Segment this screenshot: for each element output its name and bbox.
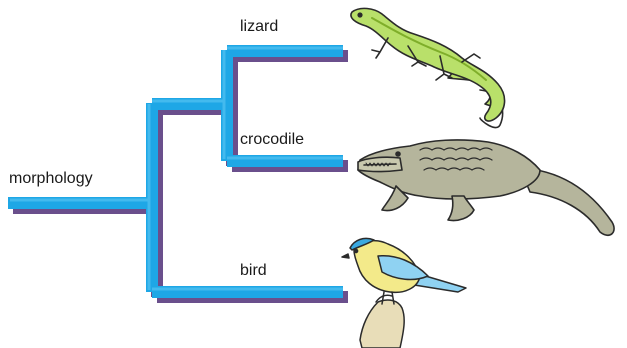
phylogenetic-tree-diagram: morphology lizard crocodile bird bbox=[0, 0, 627, 348]
bird-icon bbox=[0, 0, 627, 348]
